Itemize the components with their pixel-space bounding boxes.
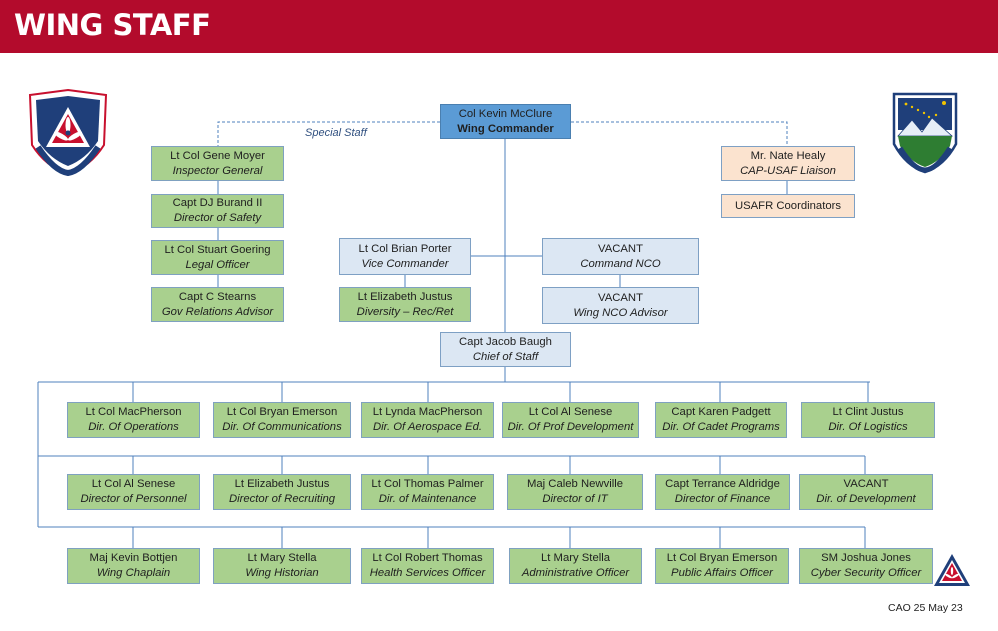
box-title: Public Affairs Officer xyxy=(671,567,773,579)
org-box-prof-development: Lt Col Al Senese Dir. Of Prof Developmen… xyxy=(502,402,639,438)
box-title: Wing Historian xyxy=(245,567,319,579)
box-name: Lt Col MacPherson xyxy=(85,406,182,418)
box-name: VACANT xyxy=(598,242,643,255)
box-name: Lt Col Bryan Emerson xyxy=(226,406,338,418)
box-name: Lt Col Gene Moyer xyxy=(170,149,265,162)
box-name: Capt Jacob Baugh xyxy=(459,335,552,348)
org-box-health-services: Lt Col Robert Thomas Health Services Off… xyxy=(361,548,494,584)
box-name: Lt Col Robert Thomas xyxy=(372,552,483,564)
org-box-aerospace-ed: Lt Lynda MacPherson Dir. Of Aerospace Ed… xyxy=(361,402,494,438)
box-title: Inspector General xyxy=(172,164,263,177)
box-name: Capt Terrance Aldridge xyxy=(665,478,780,490)
box-name: Lt Clint Justus xyxy=(832,406,904,418)
box-name: Lt Col Bryan Emerson xyxy=(666,552,778,564)
org-box-logistics: Lt Clint Justus Dir. Of Logistics xyxy=(801,402,935,438)
box-name: Capt Karen Padgett xyxy=(671,406,771,418)
special-staff-label: Special Staff xyxy=(305,127,367,139)
org-box-cadet-programs: Capt Karen Padgett Dir. Of Cadet Program… xyxy=(655,402,787,438)
box-name: Lt Elizabeth Justus xyxy=(234,478,330,490)
box-title: Legal Officer xyxy=(185,258,250,271)
org-box-usafr-coordinators: USAFR Coordinators xyxy=(721,194,855,218)
box-name: Lt Col Al Senese xyxy=(91,478,176,490)
org-box-chief-of-staff: Capt Jacob Baugh Chief of Staff xyxy=(440,332,571,367)
box-title: Administrative Officer xyxy=(521,567,630,579)
org-box-director-of-safety: Capt DJ Burand II Director of Safety xyxy=(151,194,284,228)
box-name: Lt Elizabeth Justus xyxy=(357,290,453,303)
box-title: Dir. of Maintenance xyxy=(378,493,477,505)
org-box-it: Maj Caleb Newville Director of IT xyxy=(507,474,643,510)
org-box-inspector-general: Lt Col Gene Moyer Inspector General xyxy=(151,146,284,181)
org-box-cyber-security: SM Joshua Jones Cyber Security Officer xyxy=(799,548,933,584)
box-title: CAP-USAF Liaison xyxy=(740,164,836,177)
box-name: VACANT xyxy=(598,291,643,304)
box-name: Capt DJ Burand II xyxy=(172,197,263,209)
box-title: Dir. of Development xyxy=(816,493,916,505)
box-title: Chief of Staff xyxy=(472,350,539,363)
box-name: Mr. Nate Healy xyxy=(750,149,826,162)
box-title: Diversity – Rec/Ret xyxy=(356,305,454,318)
box-title: Dir. Of Logistics xyxy=(828,421,908,433)
box-title: Cyber Security Officer xyxy=(810,567,922,579)
org-box-wing-nco-advisor: VACANT Wing NCO Advisor xyxy=(542,287,699,324)
box-title: Dir. Of Operations xyxy=(88,421,179,433)
box-title: Dir. Of Prof Development xyxy=(507,421,634,433)
box-title: Health Services Officer xyxy=(369,567,486,579)
org-box-command-nco: VACANT Command NCO xyxy=(542,238,699,275)
box-name: Lt Col Al Senese xyxy=(528,406,613,418)
org-box-wing-commander: Col Kevin McClure Wing Commander xyxy=(440,104,571,139)
page-title: WING STAFF xyxy=(14,8,211,42)
special-staff-connector xyxy=(217,121,440,146)
org-box-wing-historian: Lt Mary Stella Wing Historian xyxy=(213,548,351,584)
box-name: Col Kevin McClure xyxy=(458,107,553,120)
box-name: USAFR Coordinators xyxy=(734,199,842,212)
box-title: Director of Recruiting xyxy=(228,493,336,505)
box-title: Director of Finance xyxy=(674,493,771,505)
box-name: Lt Mary Stella xyxy=(540,552,611,564)
org-box-diversity: Lt Elizabeth Justus Diversity – Rec/Ret xyxy=(339,287,471,322)
box-title: Vice Commander xyxy=(361,257,449,270)
org-box-personnel: Lt Col Al Senese Director of Personnel xyxy=(67,474,200,510)
box-title: Dir. Of Communications xyxy=(222,421,342,433)
org-box-finance: Capt Terrance Aldridge Director of Finan… xyxy=(655,474,790,510)
org-box-maintenance: Lt Col Thomas Palmer Dir. of Maintenance xyxy=(361,474,494,510)
org-box-wing-chaplain: Maj Kevin Bottjen Wing Chaplain xyxy=(67,548,200,584)
footer-note: CAO 25 May 23 xyxy=(888,602,963,614)
box-name: Maj Caleb Newville xyxy=(526,478,624,490)
box-name: Lt Mary Stella xyxy=(247,552,317,564)
box-title: Director of IT xyxy=(542,493,608,505)
org-box-communications: Lt Col Bryan Emerson Dir. Of Communicati… xyxy=(213,402,351,438)
liaison-connector xyxy=(571,121,788,146)
box-name: Lt Col Brian Porter xyxy=(358,242,452,255)
box-title: Dir. Of Aerospace Ed. xyxy=(372,421,483,433)
cap-triangle-icon xyxy=(934,554,970,586)
box-name: SM Joshua Jones xyxy=(821,552,911,564)
box-name: VACANT xyxy=(843,478,889,490)
box-name: Maj Kevin Bottjen xyxy=(89,552,178,564)
box-title: Gov Relations Advisor xyxy=(161,305,274,318)
box-name: Lt Col Stuart Goering xyxy=(164,243,271,256)
org-box-public-affairs: Lt Col Bryan Emerson Public Affairs Offi… xyxy=(655,548,789,584)
box-title: Wing Commander xyxy=(457,122,554,135)
org-box-cap-usaf-liaison: Mr. Nate Healy CAP-USAF Liaison xyxy=(721,146,855,181)
box-title: Director of Safety xyxy=(173,212,262,224)
box-name: Lt Col Thomas Palmer xyxy=(371,478,484,490)
org-box-gov-relations-advisor: Capt C Stearns Gov Relations Advisor xyxy=(151,287,284,322)
box-title: Command NCO xyxy=(580,257,661,270)
org-box-recruiting: Lt Elizabeth Justus Director of Recruiti… xyxy=(213,474,351,510)
box-title: Wing NCO Advisor xyxy=(573,306,668,319)
box-title: Director of Personnel xyxy=(80,493,187,505)
civil-air-patrol-seal-icon xyxy=(28,88,108,177)
header-bar: WING STAFF xyxy=(0,0,998,53)
org-box-legal-officer: Lt Col Stuart Goering Legal Officer xyxy=(151,240,284,275)
org-box-operations: Lt Col MacPherson Dir. Of Operations xyxy=(67,402,200,438)
org-box-administrative-officer: Lt Mary Stella Administrative Officer xyxy=(509,548,642,584)
org-box-development: VACANT Dir. of Development xyxy=(799,474,933,510)
box-name: Lt Lynda MacPherson xyxy=(372,406,483,418)
box-name: Capt C Stearns xyxy=(178,290,257,303)
org-box-vice-commander: Lt Col Brian Porter Vice Commander xyxy=(339,238,471,275)
alaska-wing-patch-icon xyxy=(892,92,958,174)
box-title: Dir. Of Cadet Programs xyxy=(662,421,780,433)
box-title: Wing Chaplain xyxy=(96,567,171,579)
